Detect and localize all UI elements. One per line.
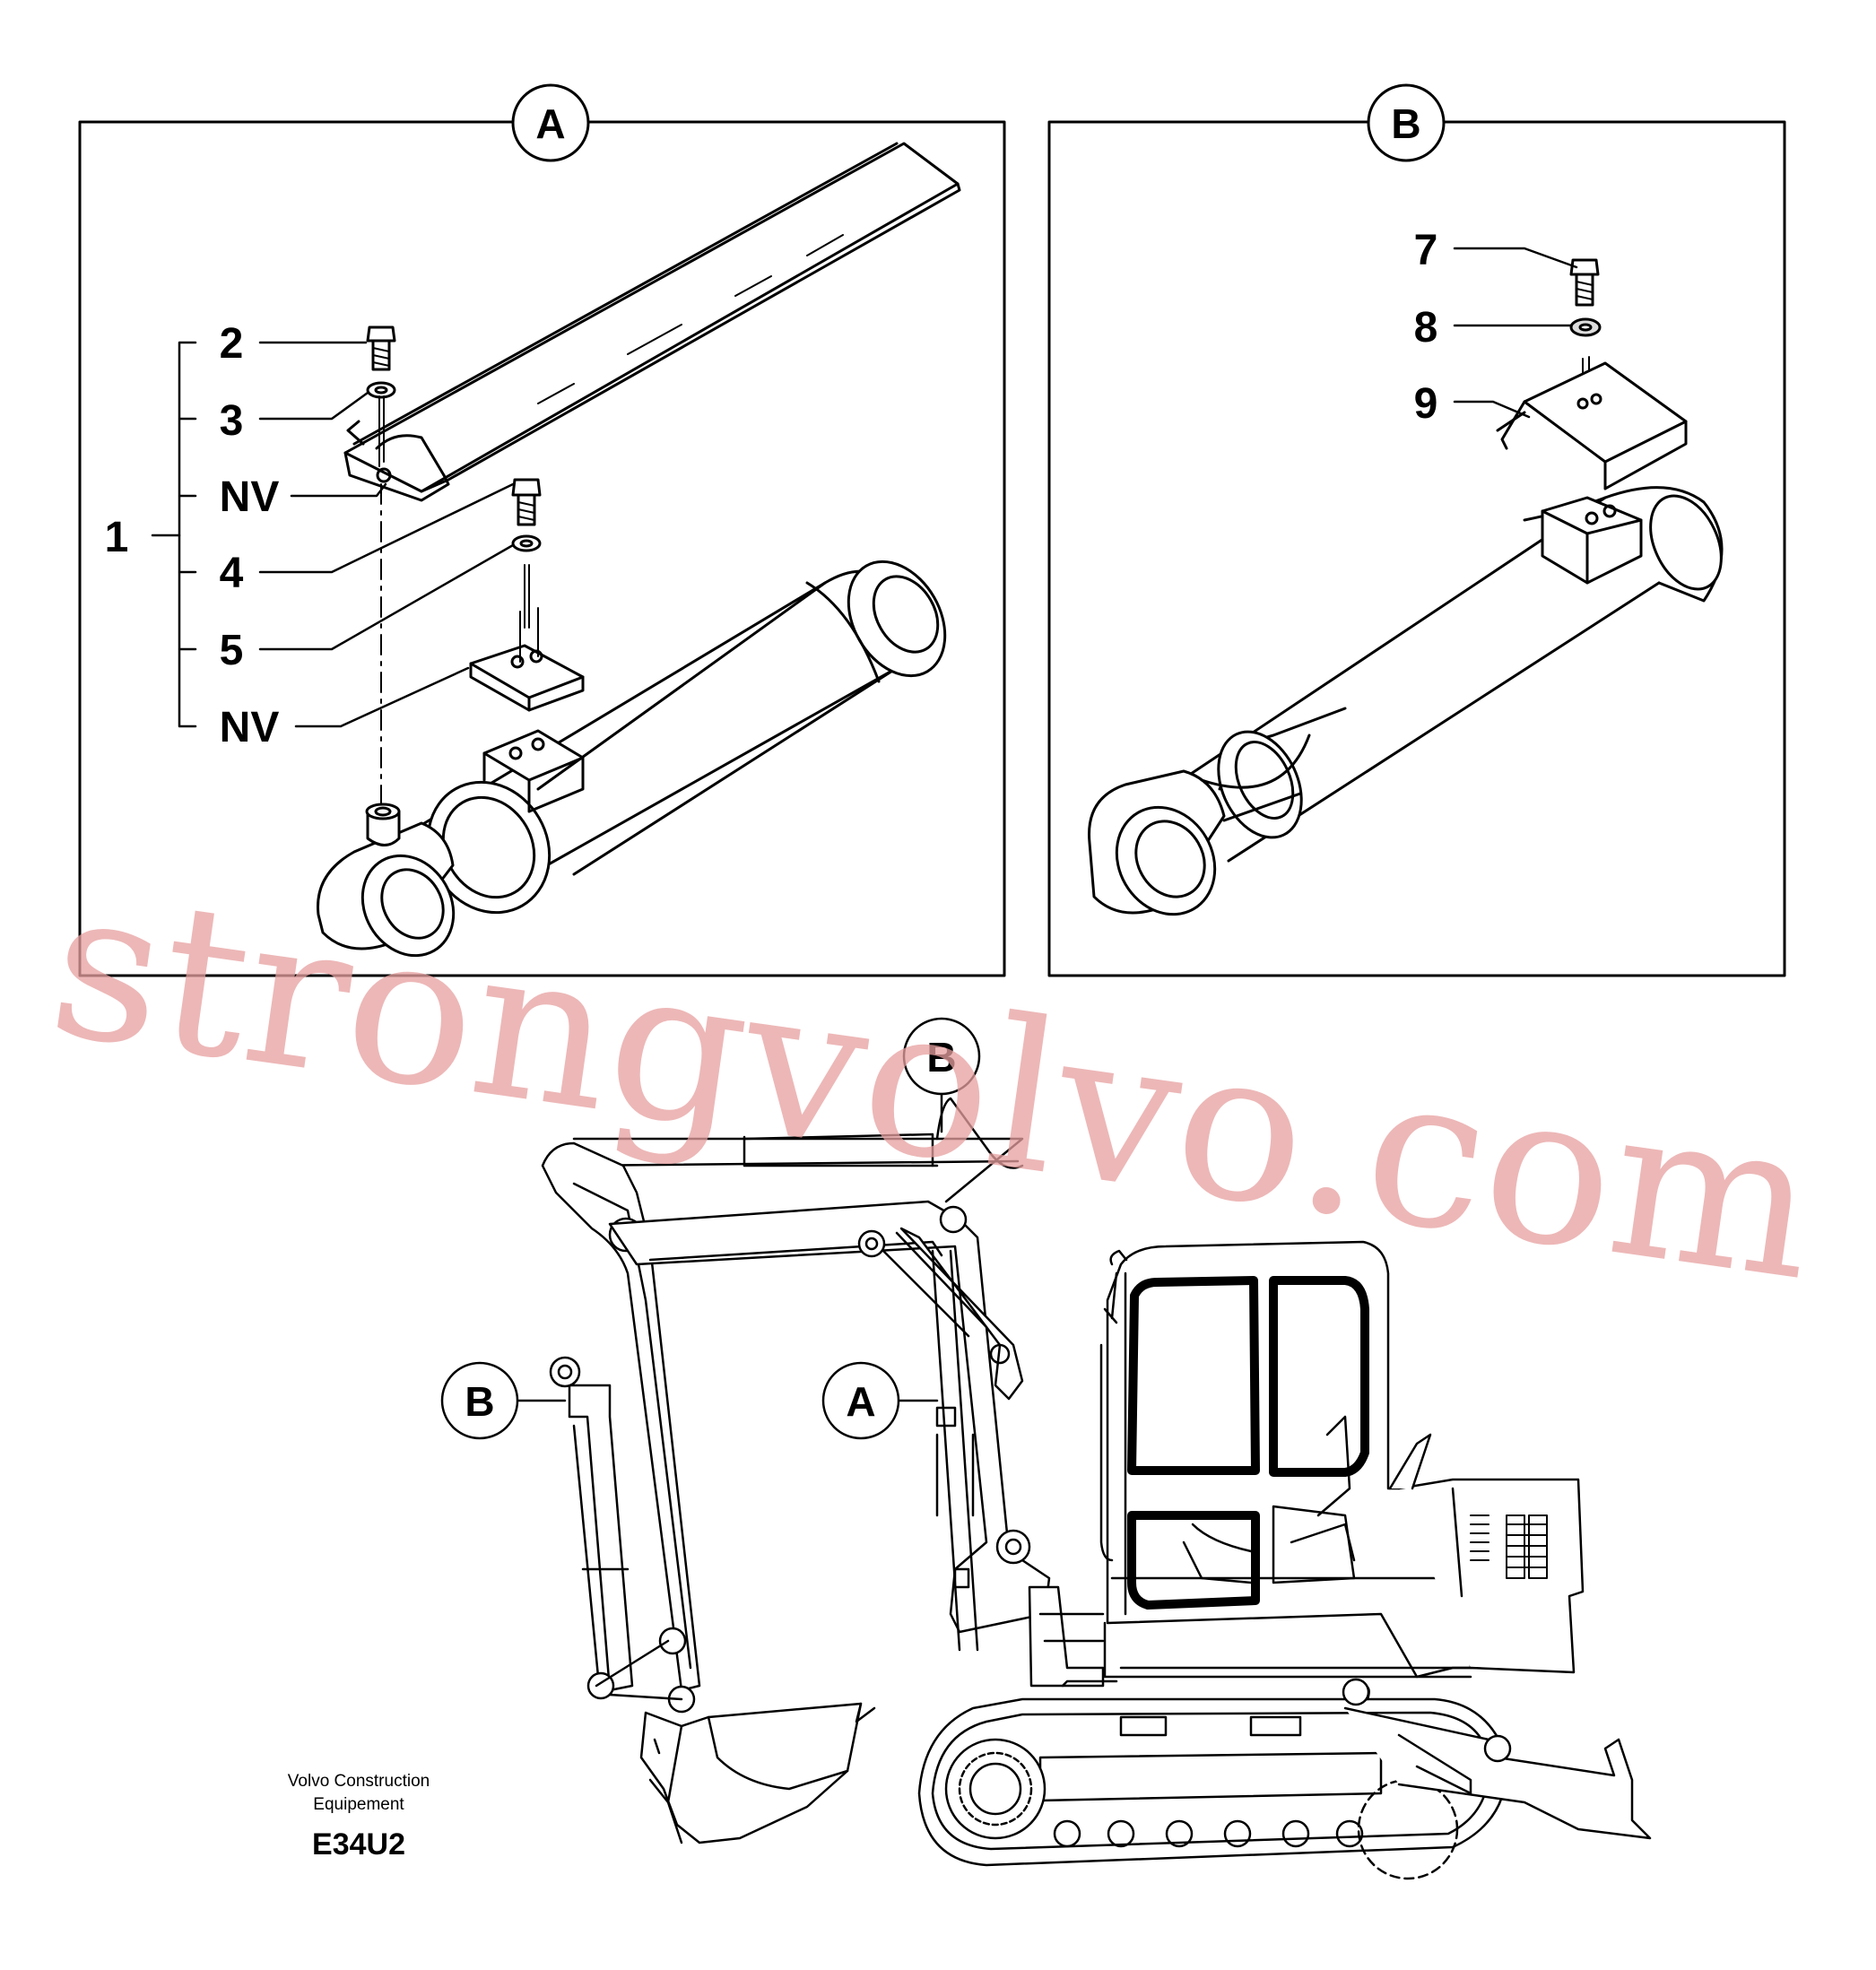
machine-callout-b-top: B [926, 1034, 956, 1080]
footer-drawing-code: E34U2 [312, 1827, 405, 1862]
bolt-7-icon [1569, 258, 1600, 307]
panel-b-leaders [1453, 247, 1578, 419]
label-item-5: 5 [220, 627, 244, 674]
panel-a-leaders [151, 341, 515, 728]
hydraulic-cylinder-b [1088, 486, 1724, 916]
clip-9-part [1496, 361, 1688, 490]
excavator-illustration [440, 1017, 1652, 1880]
panel-b-tag: B [1391, 100, 1420, 147]
washer-5-icon [511, 534, 542, 552]
label-item-9: 9 [1414, 380, 1438, 428]
label-item-4: 4 [220, 550, 244, 597]
label-nv-lower: NV [220, 704, 280, 751]
hydraulic-cylinder-a [317, 560, 947, 958]
panel-b-tag-circle [1367, 83, 1446, 162]
mounting-plate-part [469, 607, 585, 712]
machine-callout-b-left: B [465, 1378, 494, 1425]
label-item-7: 7 [1414, 227, 1438, 274]
bolt-4-icon [511, 478, 542, 526]
label-nv-upper: NV [220, 473, 280, 521]
label-item-2: 2 [220, 320, 244, 368]
footer-maker-line2: Equipement [313, 1795, 404, 1814]
panel-a-tag-circle [511, 83, 590, 162]
panel-a [78, 83, 1006, 977]
bolt-2-icon [366, 325, 396, 371]
panel-b [1047, 83, 1786, 977]
washer-3-icon [366, 381, 396, 399]
machine-callout-a: A [846, 1378, 875, 1425]
label-item-1: 1 [105, 514, 129, 561]
label-item-8: 8 [1414, 304, 1438, 351]
guard-bar-part [343, 142, 961, 502]
panel-a-tag: A [535, 100, 565, 147]
label-item-3: 3 [220, 397, 244, 445]
footer-maker-line1: Volvo Construction [288, 1772, 430, 1791]
